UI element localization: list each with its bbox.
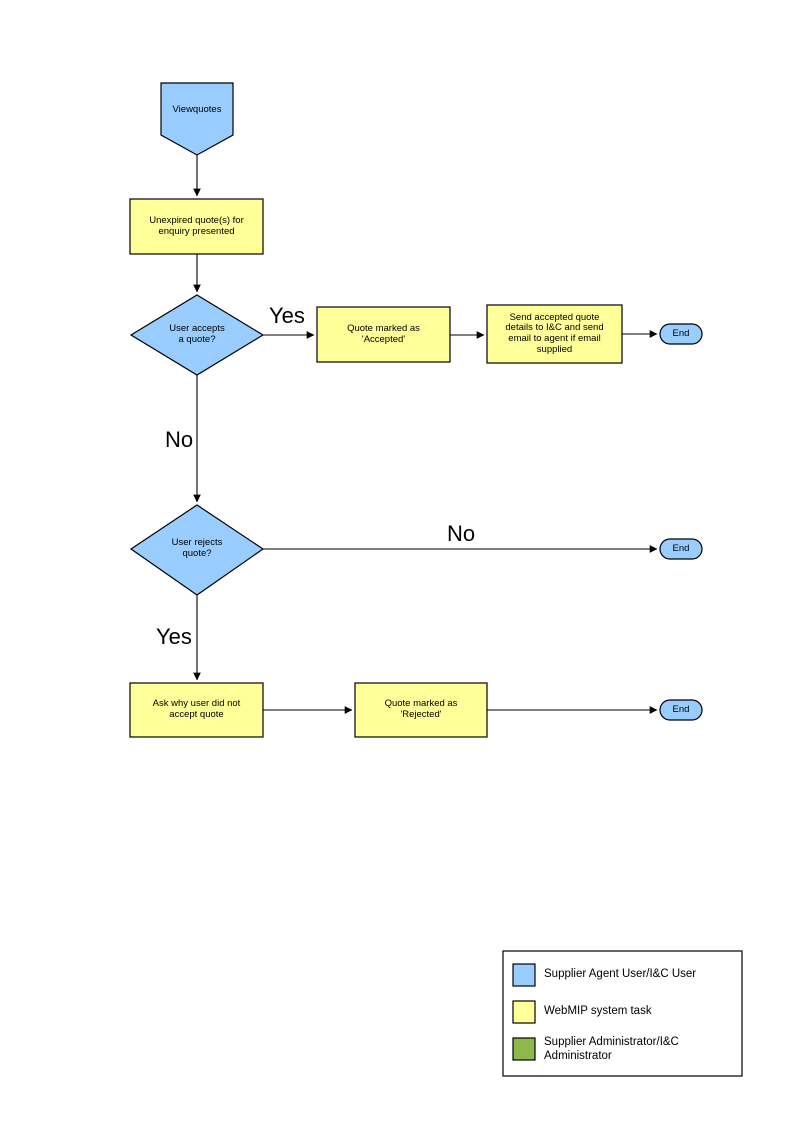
node-decision-user-accepts[interactable] [129, 294, 265, 376]
node-unexpired-quotes[interactable] [129, 198, 264, 255]
node-ask-why-not-accepted[interactable] [129, 682, 264, 738]
edge-label-accepts-yes: Yes [269, 303, 305, 328]
node-end-3[interactable] [659, 699, 703, 721]
node-quote-marked-accepted[interactable] [316, 306, 451, 363]
legend-label-webmip-system: WebMIP system task [544, 1005, 652, 1017]
node-decision-user-rejects[interactable] [129, 504, 265, 596]
node-end-2[interactable] [659, 538, 703, 560]
connectors [193, 155, 658, 714]
node-start-viewquotes[interactable] [160, 82, 234, 156]
node-quote-marked-rejected[interactable] [354, 682, 488, 738]
legend-swatch-supplier-agent [512, 963, 536, 987]
edge-label-rejects-no: No [447, 521, 476, 546]
legend-panel [502, 950, 743, 1077]
edge-label-accepts-no: No [165, 427, 194, 452]
node-end-1[interactable] [659, 323, 703, 345]
legend-label-supplier-agent: Supplier Agent User/I&C User [544, 968, 697, 980]
edge-label-rejects-yes: Yes [156, 624, 192, 649]
node-send-accepted-details[interactable] [486, 304, 623, 364]
legend-swatch-webmip-system [512, 1000, 536, 1024]
legend-swatch-supplier-administrator [512, 1037, 536, 1061]
